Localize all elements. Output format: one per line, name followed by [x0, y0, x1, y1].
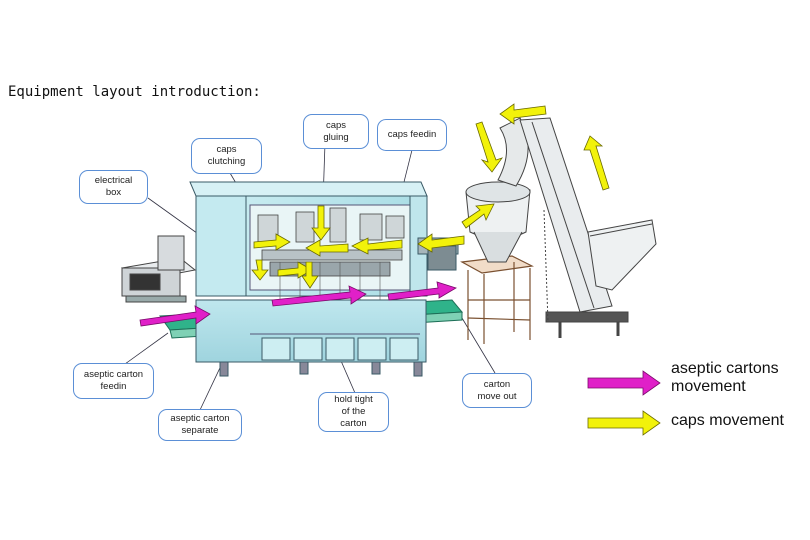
caps-arrow-h: [253, 233, 291, 251]
caps-arrow-b: [475, 121, 504, 173]
caps-arrow-d: [461, 203, 495, 229]
callout-caps-feedin: caps feedin: [377, 119, 447, 151]
carton-movement-arrows: [139, 281, 457, 327]
carton-arrow-2: [271, 285, 367, 307]
carton-move-out-table: [460, 255, 534, 344]
caps-movement-arrows: [251, 103, 610, 289]
legend-caps-arrow: [587, 410, 661, 436]
legend-caps-label: caps movement: [671, 412, 784, 429]
caps-arrow-i: [251, 259, 269, 281]
caps-arrow-e: [417, 233, 465, 253]
caps-arrow-g: [305, 239, 349, 257]
carton-arrow-1: [139, 305, 211, 327]
electrical-box: [120, 235, 197, 303]
caps-arrow-j: [277, 261, 313, 279]
cap-feeder-bowl: [465, 117, 531, 263]
cap-elevator: [519, 117, 657, 338]
caps-arrow-a: [499, 103, 547, 125]
caps-arrow-c: [583, 135, 610, 191]
caps-arrow-k: [301, 261, 319, 289]
carton-arrow-3: [387, 281, 457, 301]
legend-carton-arrow: [587, 370, 661, 396]
page-title: Equipment layout introduction:: [8, 84, 261, 100]
caps-arrow-l: [311, 205, 331, 241]
caps-arrow-f: [351, 237, 403, 255]
